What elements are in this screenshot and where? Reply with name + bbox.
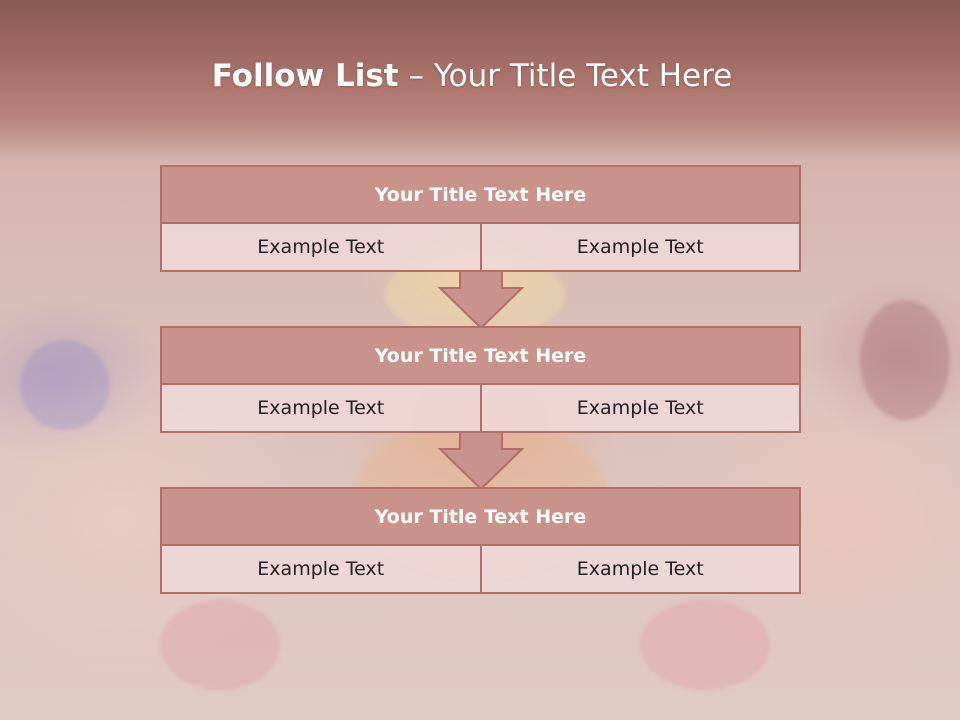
- example-text-left: Example Text: [162, 385, 480, 431]
- flow-box-1: Your Title Text Here Example Text Exampl…: [160, 165, 801, 272]
- slide-title-rest: – Your Title Text Here: [398, 58, 733, 94]
- example-text-right: Example Text: [479, 224, 799, 270]
- box-body: Example Text Example Text: [162, 224, 799, 270]
- box-title: Your Title Text Here: [162, 489, 799, 546]
- flow-box-2: Your Title Text Here Example Text Exampl…: [160, 326, 801, 433]
- down-arrow-icon: [438, 270, 524, 330]
- background-blob: [20, 340, 110, 430]
- slide-title: Follow List – Your Title Text Here: [0, 56, 944, 96]
- title-band: [0, 0, 960, 160]
- background-blob: [640, 600, 770, 690]
- background-blob: [860, 300, 950, 420]
- slide-title-bold: Follow List: [211, 58, 399, 94]
- example-text-right: Example Text: [479, 385, 799, 431]
- background-blob: [160, 600, 280, 690]
- box-body: Example Text Example Text: [162, 546, 799, 592]
- box-title: Your Title Text Here: [162, 167, 799, 224]
- flow-box-3: Your Title Text Here Example Text Exampl…: [160, 487, 801, 594]
- down-arrow-icon: [438, 431, 524, 491]
- example-text-left: Example Text: [162, 546, 480, 592]
- example-text-right: Example Text: [479, 546, 799, 592]
- box-body: Example Text Example Text: [162, 385, 799, 431]
- box-title: Your Title Text Here: [162, 328, 799, 385]
- example-text-left: Example Text: [162, 224, 480, 270]
